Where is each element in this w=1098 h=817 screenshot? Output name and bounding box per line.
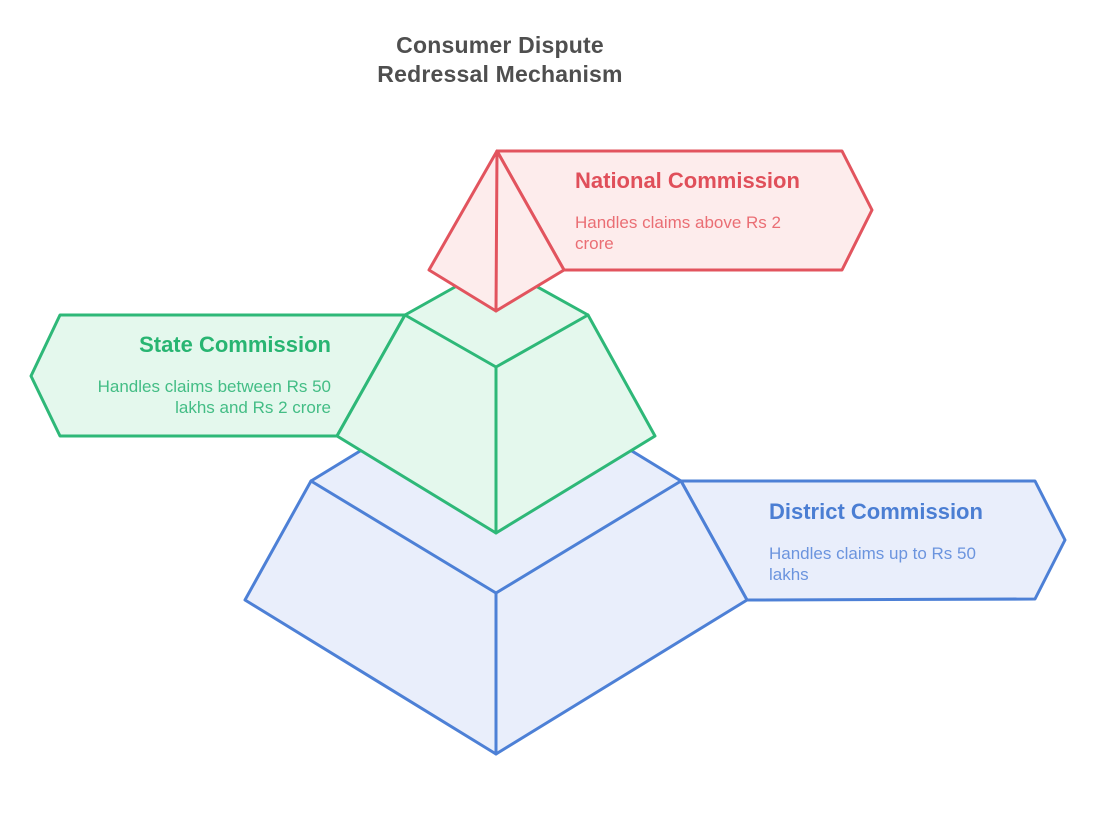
district-commission-description: Handles claims up to Rs 50 lakhs xyxy=(769,544,976,584)
diagram-title: Consumer Dispute Redressal Mechanism xyxy=(377,32,623,87)
district-tier-edges xyxy=(309,479,683,756)
state-commission-label: State Commission xyxy=(139,332,331,357)
national-commission-description: Handles claims above Rs 2 crore xyxy=(575,213,781,253)
national-commission-label: National Commission xyxy=(575,168,800,193)
state-tier-edges xyxy=(403,313,590,535)
district-commission-label: District Commission xyxy=(769,499,983,524)
national-commission-callout: National Commission Handles claims above… xyxy=(575,168,825,254)
national-apex-edge xyxy=(494,149,499,313)
state-commission-callout: State Commission Handles claims between … xyxy=(96,332,331,418)
district-commission-callout: District Commission Handles claims up to… xyxy=(769,499,1009,585)
state-commission-description: Handles claims between Rs 50 lakhs and R… xyxy=(97,377,331,417)
